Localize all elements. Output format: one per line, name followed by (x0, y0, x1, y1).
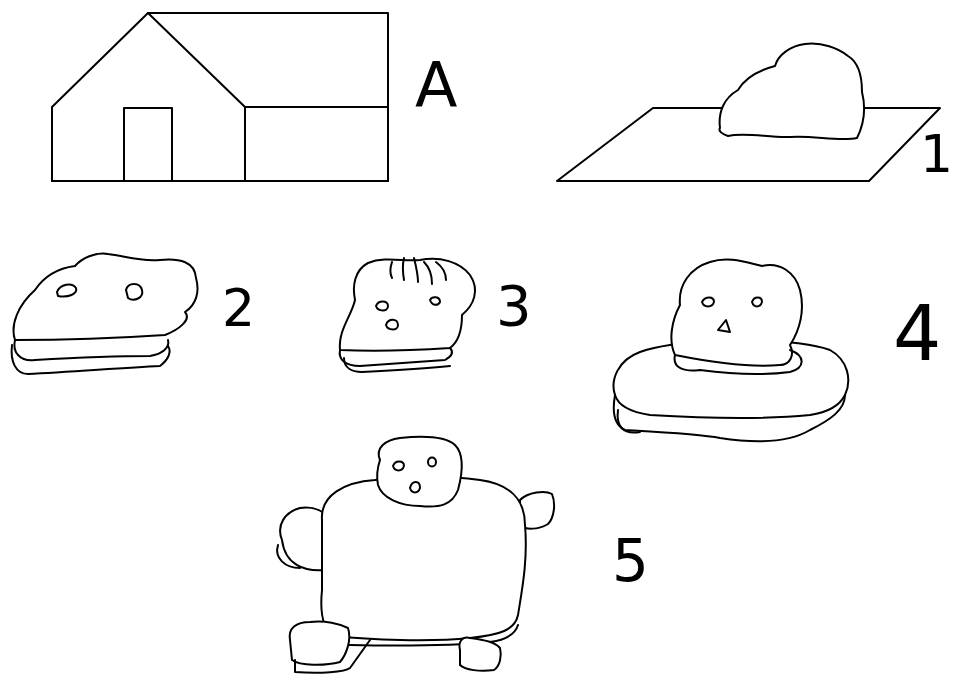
ground-plane (557, 44, 940, 181)
house-drawing (52, 13, 388, 181)
callout-number: 1 (920, 128, 953, 180)
callout-number: 2 (222, 282, 255, 334)
rock-figure (277, 437, 554, 673)
rock-drawing (614, 259, 849, 441)
callout-number: 4 (893, 296, 941, 372)
callout-number: A (415, 55, 457, 117)
rock-drawing (12, 254, 198, 374)
callout-number: 5 (612, 532, 649, 590)
callout-number: 3 (496, 278, 532, 334)
rock-drawing (340, 258, 475, 372)
